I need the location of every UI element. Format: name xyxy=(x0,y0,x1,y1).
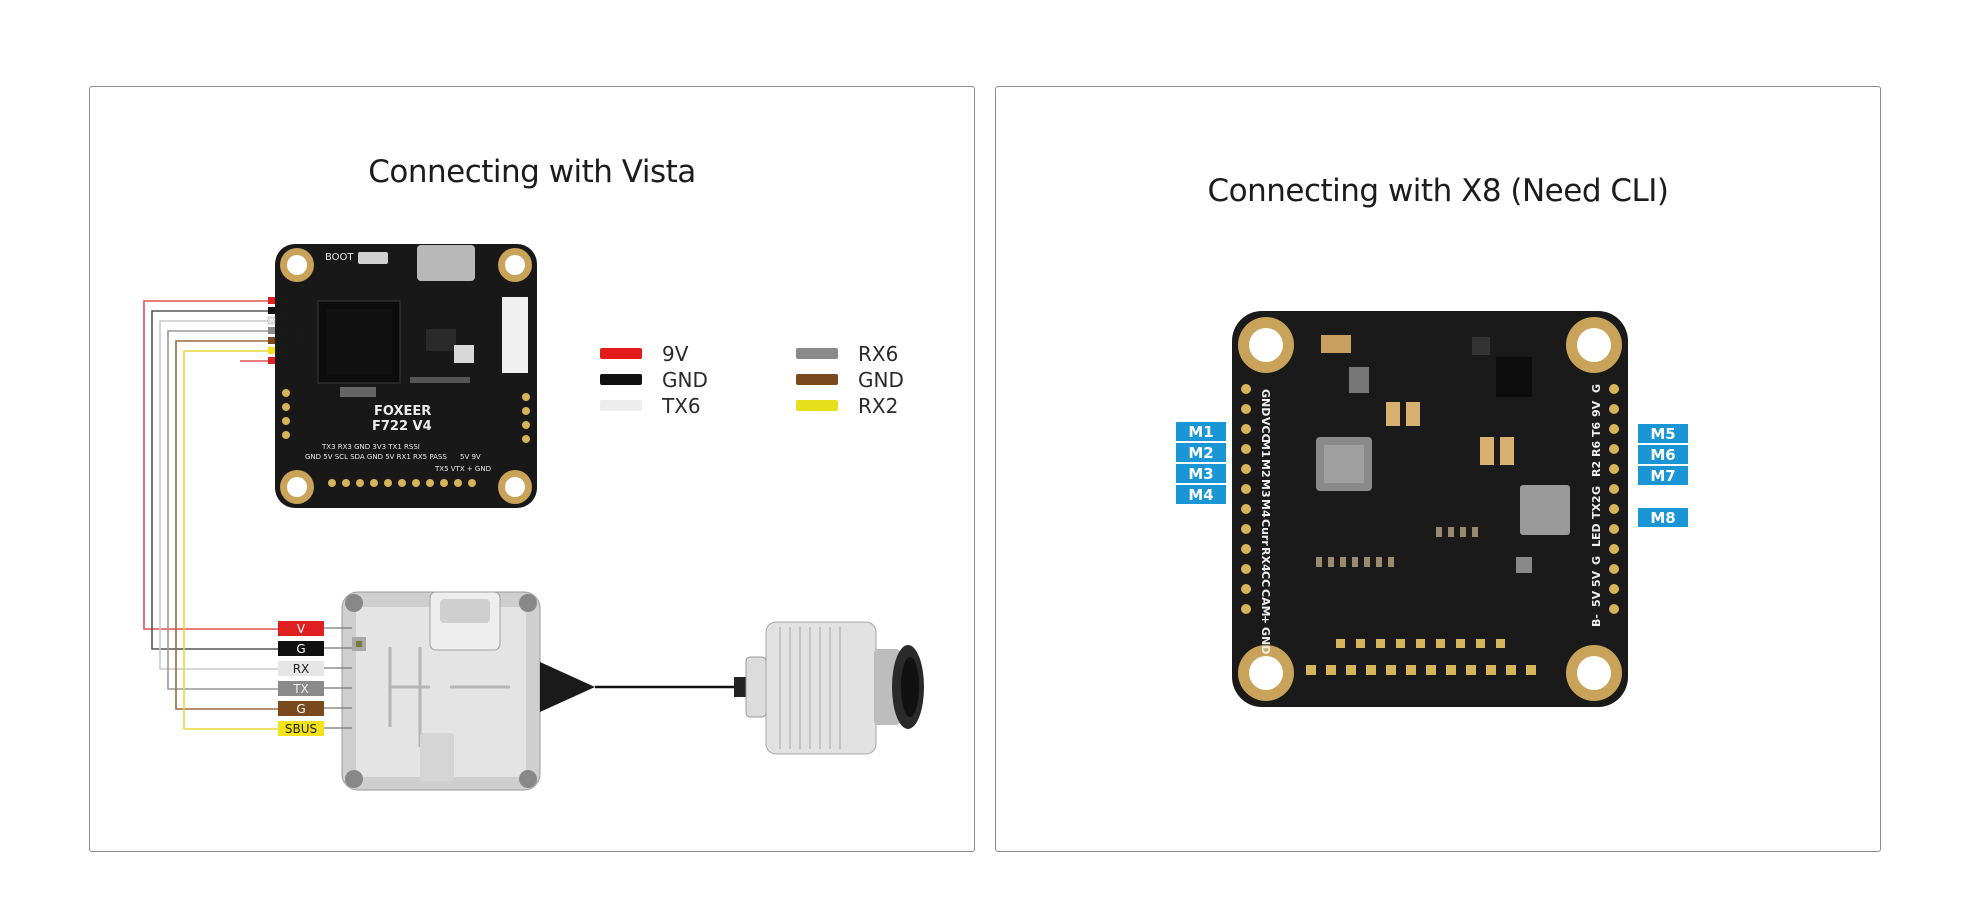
svg-text:M1: M1 xyxy=(1259,439,1272,458)
fc-pin-rx2: RX2 xyxy=(280,345,302,358)
vista-pin-g2: G xyxy=(296,702,305,716)
vista-pin-g: G xyxy=(296,642,305,656)
svg-text:R6: R6 xyxy=(1590,441,1603,457)
wire-gnd xyxy=(151,310,278,650)
fc-pin-5v: 5V xyxy=(280,355,295,368)
fc-pin-gnd: GND xyxy=(280,305,305,318)
svg-text:GND 5V SCL SDA GND 5V RX1 RX5: GND 5V SCL SDA GND 5V RX1 RX5 PASS xyxy=(305,453,447,461)
legend-tx6: TX6 xyxy=(661,394,701,418)
wire-gnd2 xyxy=(175,340,278,710)
svg-text:CC: CC xyxy=(1259,571,1272,587)
motor-m6: M6 xyxy=(1650,446,1675,464)
bottom-pads xyxy=(328,479,476,487)
x8-wiring-diagram: GND VCC M1 M2 M3 M4 Curr RX4 CC CAM + GN… xyxy=(1176,311,1688,707)
svg-text:Curr: Curr xyxy=(1259,519,1272,546)
legend-gnd: GND xyxy=(662,368,708,392)
svg-text:5V 9V: 5V 9V xyxy=(460,453,481,461)
x8-panel: Connecting with X8 (Need CLI) xyxy=(995,86,1881,852)
camera xyxy=(745,621,924,755)
svg-text:9V: 9V xyxy=(1590,400,1603,417)
inductor-right xyxy=(1520,485,1570,535)
motor-m3: M3 xyxy=(1188,465,1213,483)
wire-bundle xyxy=(143,300,278,730)
vista-pin-rx: RX xyxy=(293,662,310,676)
legend-gnd2: GND xyxy=(858,368,904,392)
wire-rx2 xyxy=(183,350,278,730)
vista-wiring-diagram: BOOT FOXEER F722 V4 TX3 RX3 GND 3V3 TX1 … xyxy=(143,244,924,791)
svg-text:R2: R2 xyxy=(1590,461,1603,477)
boot-label: BOOT xyxy=(325,252,354,263)
svg-text:GND: GND xyxy=(1259,627,1272,654)
x8-panel-title: Connecting with X8 (Need CLI) xyxy=(1207,173,1669,209)
left-edge-pads xyxy=(1241,384,1251,614)
left-silkscreen: GND VCC M1 M2 M3 M4 Curr RX4 CC CAM + GN… xyxy=(1259,389,1272,654)
fc-pin-rx6: RX6 xyxy=(280,325,302,338)
board-model: F722 V4 xyxy=(372,419,432,434)
vista-pin-v: V xyxy=(297,622,306,636)
side-connector xyxy=(502,297,528,373)
svg-text:GND: GND xyxy=(1259,389,1272,416)
camera-cable xyxy=(540,662,595,712)
svg-text:G: G xyxy=(1590,556,1603,565)
wire-color-legend: 9V GND TX6 RX6 GND RX2 xyxy=(600,342,904,418)
motor-m2: M2 xyxy=(1188,444,1213,462)
right-silkscreen: G 9V T6 R6 R2 G TX2 LED G 5V 5V B- xyxy=(1590,384,1603,627)
svg-text:CAM: CAM xyxy=(1259,589,1272,617)
motor-tags-left: M1 M2 M3 M4 xyxy=(1176,422,1226,504)
motor-m8: M8 xyxy=(1650,509,1675,527)
right-edge-pads xyxy=(1609,384,1619,614)
svg-text:B-: B- xyxy=(1590,614,1603,627)
motor-tags-right: M5 M6 M7 M8 xyxy=(1638,424,1688,527)
svg-text:M4: M4 xyxy=(1259,499,1272,518)
vista-pin-tx: TX xyxy=(292,682,309,696)
bottom-pads xyxy=(1306,639,1536,675)
svg-text:RX4: RX4 xyxy=(1259,547,1272,572)
legend-9v: 9V xyxy=(662,342,689,366)
side-pads xyxy=(282,389,530,443)
svg-text:G: G xyxy=(1590,486,1603,495)
vista-panel: Connecting with Vista BOOT xyxy=(89,86,975,852)
svg-text:M3: M3 xyxy=(1259,479,1272,498)
usb-c-port xyxy=(417,245,475,281)
vista-pin-tags: V G RX TX G SBUS xyxy=(278,621,352,736)
legend-rx2: RX2 xyxy=(858,394,898,418)
board-brand: FOXEER xyxy=(374,404,431,419)
svg-text:LED: LED xyxy=(1590,523,1603,547)
fc-pin-gnd2: GND xyxy=(280,335,305,348)
x8-fc-board: GND VCC M1 M2 M3 M4 Curr RX4 CC CAM + GN… xyxy=(1232,311,1628,707)
svg-text:TX5 VTX + GND: TX5 VTX + GND xyxy=(434,465,491,473)
motor-m4: M4 xyxy=(1188,486,1213,504)
legend-rx6: RX6 xyxy=(858,342,898,366)
svg-text:G: G xyxy=(1590,384,1603,393)
fc-pin-9v: 9V xyxy=(280,295,295,308)
fc-pin-tx6: TX6 xyxy=(279,315,301,328)
vista-panel-title: Connecting with Vista xyxy=(368,154,696,190)
svg-text:VCC: VCC xyxy=(1259,417,1272,442)
svg-text:T6: T6 xyxy=(1590,421,1603,437)
motor-m1: M1 xyxy=(1188,423,1213,441)
wire-rx6 xyxy=(167,330,278,690)
boot-button xyxy=(358,252,388,264)
vista-air-unit xyxy=(341,591,541,791)
motor-m5: M5 xyxy=(1650,425,1675,443)
wire-tx6 xyxy=(159,320,278,670)
svg-text:5V: 5V xyxy=(1590,570,1603,587)
wire-9v xyxy=(143,300,278,630)
svg-text:5V: 5V xyxy=(1590,590,1603,607)
fc-pin-labels: 9V GND TX6 RX6 GND RX2 5V xyxy=(267,295,305,368)
fc-board: BOOT FOXEER F722 V4 TX3 RX3 GND 3V3 TX1 … xyxy=(275,244,537,508)
svg-text:TX2: TX2 xyxy=(1590,495,1603,519)
motor-m7: M7 xyxy=(1650,467,1675,485)
svg-text:M2: M2 xyxy=(1259,459,1272,478)
svg-text:TX3 RX3 GND 3V3 TX1 RSSI: TX3 RX3 GND 3V3 TX1 RSSI xyxy=(321,443,420,451)
vista-pin-sbus: SBUS xyxy=(285,722,317,736)
svg-text:+: + xyxy=(1259,615,1272,624)
